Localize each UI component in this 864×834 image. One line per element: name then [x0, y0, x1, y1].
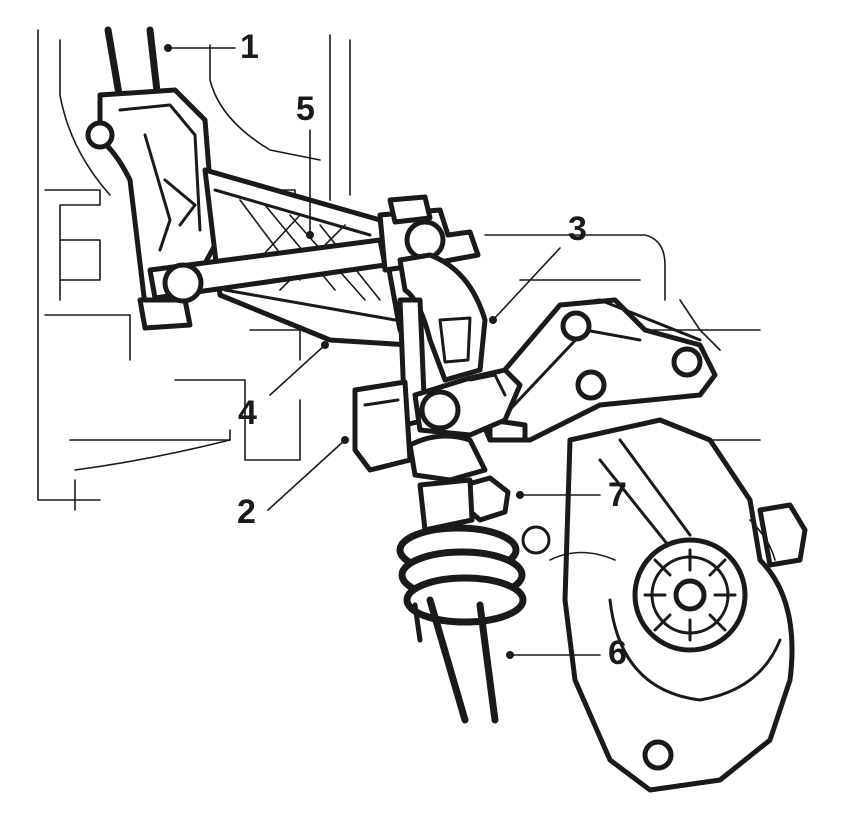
callout-5: 5 — [296, 90, 315, 128]
callout-4: 4 — [238, 394, 257, 432]
leader-5-dot — [306, 231, 314, 239]
leader-4 — [269, 344, 326, 396]
leader-6-dot — [506, 651, 514, 659]
callout-1: 1 — [240, 28, 259, 66]
motor-housing — [521, 417, 808, 793]
callout-6: 6 — [608, 634, 627, 672]
pivot-block — [352, 367, 523, 483]
connecting-rod — [147, 194, 481, 304]
rubber-boot — [396, 477, 527, 626]
leader-3-dot — [489, 316, 497, 324]
callout-3: 3 — [568, 210, 587, 248]
leader-7-dot — [516, 491, 524, 499]
leader-1-dot — [164, 44, 172, 52]
callout-7: 7 — [608, 476, 627, 514]
cable-upper — [104, 26, 162, 104]
cable-lower — [412, 596, 499, 724]
flat-linkage-arm — [472, 297, 718, 443]
leader-lines — [164, 44, 601, 659]
leader-2-dot — [341, 436, 349, 444]
leader-4-dot — [321, 341, 329, 349]
leader-2 — [267, 439, 346, 511]
callout-2: 2 — [237, 493, 256, 531]
leader-3 — [492, 247, 561, 321]
